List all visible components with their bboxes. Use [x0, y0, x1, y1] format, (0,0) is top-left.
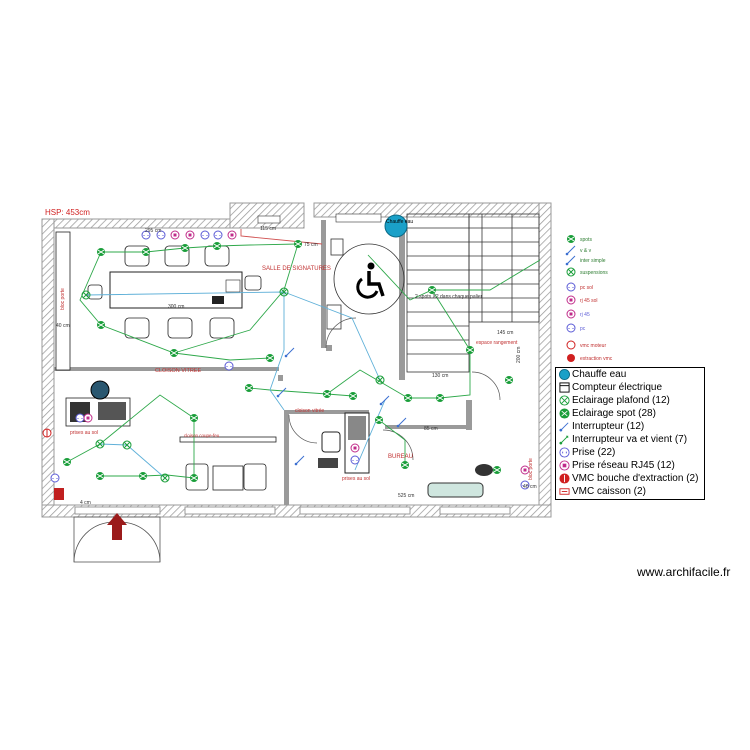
sofa: [427, 464, 493, 498]
interior-walls: [54, 220, 472, 505]
legend-item: Eclairage spot (28): [556, 407, 706, 420]
reception-desk: [65, 380, 131, 427]
plan-text: HSP: 453cm SALLE DE SIGNATURES BUREAU CL…: [45, 208, 537, 506]
legend-label: Eclairage plafond (12): [572, 395, 670, 406]
cloison-vitree-label: CLOISON VITREE: [155, 368, 201, 374]
mini-legend-5: rj 45 sol: [580, 298, 598, 304]
room-label-bureau: BUREAU: [388, 454, 413, 460]
prises-au-sol-bureau-label: prises au sol: [342, 476, 370, 482]
dim-85: 85 cm: [424, 426, 438, 432]
legend-item: Compteur électrique: [556, 381, 706, 394]
mini-legend-symbols: [565, 234, 576, 362]
dim-130: 130 cm: [432, 373, 448, 379]
south-windows: [74, 506, 511, 515]
vmc-symbols: [42, 428, 52, 438]
entrance-arrow-icon: [107, 513, 127, 540]
meeting-table: [109, 271, 243, 309]
hsp-label: HSP: 453cm: [45, 208, 90, 217]
legend-item: Prise réseau RJ45 (12): [556, 459, 706, 472]
right-wall-label: bloc porte: [528, 458, 534, 480]
dim-40-left: 40 cm: [56, 323, 70, 329]
mini-legend-2: inter simple: [580, 258, 606, 264]
dim-75: 75 cm: [304, 242, 318, 248]
sanitary-fixtures: [257, 213, 382, 224]
chairs: [87, 245, 262, 339]
left-wall-cabinet: [55, 231, 71, 371]
fire-extinguisher-icon: [54, 488, 64, 500]
mini-legend-6: rj 45: [580, 312, 590, 318]
two-way-switch-icon: [559, 435, 569, 445]
legend-label: Compteur électrique: [572, 382, 663, 393]
mini-legend-8: vmc moteur: [580, 343, 606, 349]
electric-meter-icon: [559, 382, 570, 393]
watermark: www.archifacile.fr: [637, 565, 731, 579]
legend-label: VMC caisson (2): [572, 486, 646, 497]
vmc-extraction-icon: [559, 473, 570, 484]
legend: Chauffe eau Compteur électrique Eclairag…: [555, 367, 705, 500]
legend-item: Interrupteur (12): [556, 420, 706, 433]
legend-item: Interrupteur va et vient (7): [556, 433, 706, 446]
legend-item: Chauffe eau: [556, 368, 706, 381]
mini-legend-0: spots: [580, 237, 592, 243]
mini-legend-7: pc: [580, 326, 586, 332]
dim-300: 300 cm: [168, 304, 184, 310]
mini-legend-9: extraction vmc: [580, 356, 613, 362]
office-desk: [318, 412, 370, 474]
legend-label: Prise réseau RJ45 (12): [572, 460, 675, 471]
accessibility-zone: [326, 238, 405, 330]
dim-145: 145 cm: [497, 330, 513, 336]
switch-icon: [559, 422, 569, 432]
water-heater-icon: [559, 369, 570, 380]
legend-item: VMC caisson (2): [556, 485, 706, 498]
water-heater-icon: [384, 214, 408, 238]
legend-label: Eclairage spot (28): [572, 408, 656, 419]
legend-label: Interrupteur va et vient (7): [572, 434, 688, 445]
vmc-box-icon: [559, 488, 570, 495]
dim-295: 295 cm: [145, 228, 161, 234]
switch-symbols: [276, 347, 407, 466]
legend-label: Interrupteur (12): [572, 421, 645, 432]
legend-item: Prise (22): [556, 446, 706, 459]
rj45-icon: [559, 460, 570, 471]
dim-4: 4 cm: [80, 500, 91, 506]
staircase: [406, 213, 540, 373]
wiring-pink: [240, 229, 323, 245]
legend-label: Chauffe eau: [572, 369, 627, 380]
mini-legend-3: suspensions: [580, 270, 608, 276]
legend-label: VMC bouche d'extraction (2): [572, 473, 699, 484]
legend-item: Eclairage plafond (12): [556, 394, 706, 407]
spot-light-icon: [559, 408, 570, 419]
cabinet-label: cloison coupe-feu: [184, 433, 220, 438]
chauffe-eau-label: Chauffe eau: [386, 219, 413, 225]
mini-legend-1: v & v: [580, 248, 592, 254]
espace-rangement-label: espace rangement: [476, 340, 518, 346]
dim-115: 115 cm: [260, 226, 276, 232]
left-wall-label: bloc porte: [60, 288, 66, 310]
legend-label: Prise (22): [572, 447, 616, 458]
legend-item: VMC bouche d'extraction (2): [556, 472, 706, 485]
socket-icon: [559, 447, 570, 458]
mini-legend-4: pc sol: [580, 285, 593, 291]
prises-au-sol-left-label: prises au sol: [70, 430, 98, 436]
mini-legend-text: spots v & v inter simple suspensions pc …: [580, 237, 613, 362]
dim-40-right: 40 cm: [523, 484, 537, 490]
interior-doors: [288, 317, 501, 461]
ceiling-light-icon: [559, 395, 570, 406]
spots-note-label: 2 spots X2 dans chaque palier: [415, 294, 483, 300]
dim-200: 200 cm: [516, 347, 522, 363]
cloison-vitree-small-label: cloison vitrée: [295, 408, 324, 414]
dim-525: 525 cm: [398, 493, 414, 499]
wheelchair-icon: [356, 262, 385, 299]
room-label-signatures: SALLE DE SIGNATURES: [262, 266, 331, 272]
